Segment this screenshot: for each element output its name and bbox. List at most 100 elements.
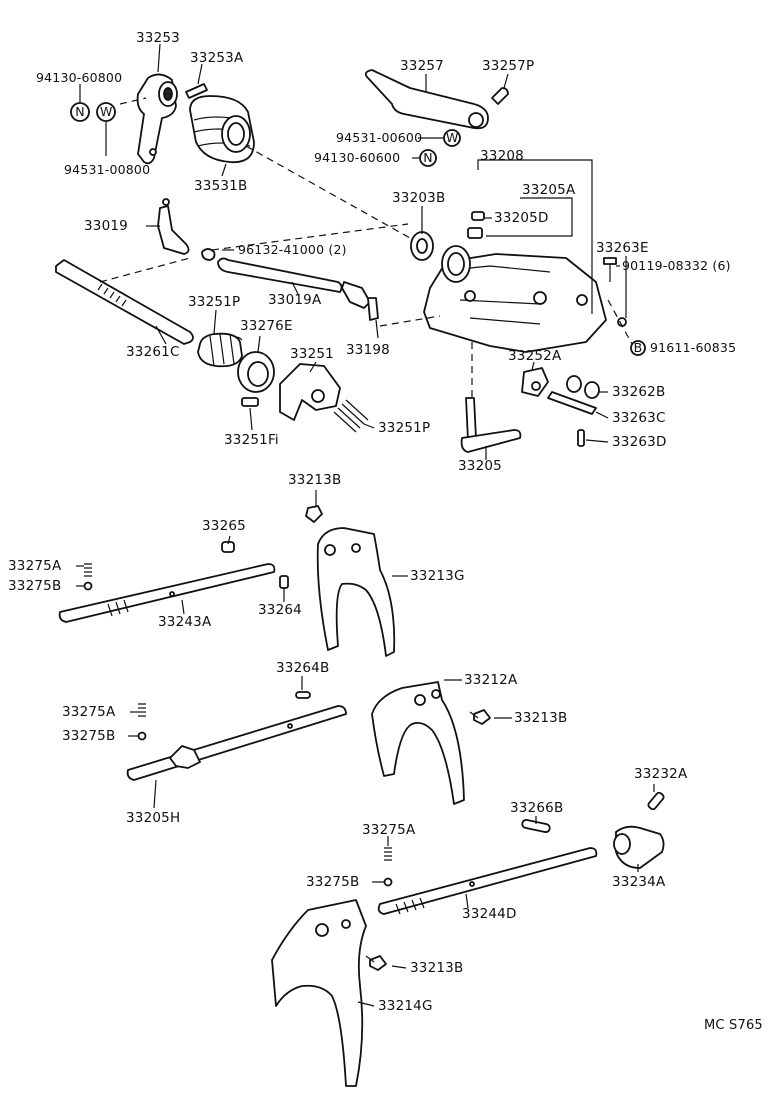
label-33253A: 33253A [190, 50, 244, 66]
pin-33232A [647, 791, 665, 811]
label-90119-08332: 90119-08332 (6) [622, 258, 731, 273]
label-33264B: 33264B [276, 660, 330, 676]
label-33264: 33264 [258, 602, 302, 618]
label-33203B: 33203B [392, 190, 446, 206]
label-33232A: 33232A [634, 766, 688, 782]
label-33531B: 33531B [194, 178, 248, 194]
lever-33251 [279, 363, 341, 421]
label-33252A: 33252A [508, 348, 562, 364]
label-33257P: 33257P [482, 58, 535, 74]
ball-33275B-3 [383, 877, 393, 887]
label-94130-60600: 94130-60600 [314, 150, 401, 165]
label-33208: 33208 [480, 148, 524, 164]
label-33251P-bottom: 33251P [378, 420, 431, 436]
label-33275B-2: 33275B [62, 728, 116, 744]
label-33253: 33253 [136, 30, 180, 46]
hose-33019A [217, 257, 371, 309]
label-33198: 33198 [346, 342, 390, 358]
label-33275B-3: 33275B [306, 874, 360, 890]
label-33263D: 33263D [612, 434, 667, 450]
fork-33212A [371, 681, 465, 805]
spring-33275A-1 [84, 563, 92, 577]
bolt-symbol [630, 340, 646, 356]
label-33251: 33251 [290, 346, 334, 362]
figure-reference: MC S765 [704, 1018, 763, 1033]
label-33244D: 33244D [462, 906, 517, 922]
bushing-33205D [467, 227, 483, 239]
label-33205D: 33205D [494, 210, 549, 226]
shaft-33261C [55, 259, 194, 345]
boot-33531B [189, 95, 255, 164]
label-33243A: 33243A [158, 614, 212, 630]
pin-33263D [577, 429, 585, 447]
label-33266B: 33266B [510, 800, 564, 816]
label-33275B-1: 33275B [8, 578, 62, 594]
lever-33252A [521, 367, 549, 397]
label-33251Fi: 33251Fi [224, 432, 279, 448]
label-33213B-top: 33213B [288, 472, 342, 488]
label-33213B-mid: 33213B [514, 710, 568, 726]
pin-33264 [279, 575, 289, 589]
fork-33214G [271, 899, 367, 1087]
shaft-33244D [377, 847, 598, 915]
fork-33213G [316, 527, 396, 657]
plug-33205D-top [471, 211, 485, 221]
spring-33275A-2 [138, 703, 146, 717]
spring-33251P-bottom [333, 399, 369, 433]
shaft-33205H [126, 705, 347, 781]
shift-housing-33208 [423, 245, 607, 353]
label-33261C: 33261C [126, 344, 180, 360]
bolt-symbol-letter: B [633, 340, 643, 355]
rod-33198 [367, 297, 379, 321]
label-33234A: 33234A [612, 874, 666, 890]
rings-33262B [566, 375, 600, 399]
label-33205A: 33205A [522, 182, 576, 198]
pin-33257P [491, 87, 509, 105]
spring-33251P-top [197, 332, 243, 368]
collar-33234A [613, 825, 665, 869]
bolt-90119 [603, 257, 617, 282]
label-33212A: 33212A [464, 672, 518, 688]
label-96132-41000: 96132-41000 (2) [238, 242, 347, 257]
label-33275A-1: 33275A [8, 558, 62, 574]
label-33213G: 33213G [410, 568, 465, 584]
ball-33275B-2 [137, 731, 147, 741]
clip-96132 [201, 248, 216, 261]
oil-seal-33203B [410, 231, 434, 261]
pin-33251Fi [241, 397, 259, 407]
label-33019: 33019 [84, 218, 128, 234]
bolt-33213B-bottom [365, 955, 387, 971]
label-33275A-2: 33275A [62, 704, 116, 720]
leader-lines [76, 43, 655, 1007]
label-33214G: 33214G [378, 998, 433, 1014]
shift-lever-33253 [136, 73, 178, 165]
label-33257: 33257 [400, 58, 444, 74]
bolt-33213B-mid [469, 709, 491, 725]
bolt-33213B-top [305, 505, 323, 523]
label-33251P-top: 33251P [188, 294, 241, 310]
shaft-lever-33205 [460, 397, 522, 453]
label-33265: 33265 [202, 518, 246, 534]
nut-symbol-letter-2: N [423, 150, 433, 165]
lever-33019 [157, 198, 190, 255]
pin-33253A [185, 83, 208, 99]
label-33276E: 33276E [240, 318, 293, 334]
spring-33275A-3 [384, 847, 392, 861]
label-94531-00800: 94531-00800 [64, 162, 151, 177]
label-94130-60800: 94130-60800 [36, 70, 123, 85]
ball-33275B-1 [83, 581, 93, 591]
lever-33257 [364, 69, 489, 130]
collar-33276E [237, 351, 275, 393]
washer-symbol-1 [96, 102, 116, 122]
label-33205: 33205 [458, 458, 502, 474]
shaft-33263C [547, 391, 597, 415]
label-33019A: 33019A [268, 292, 322, 308]
label-33275A-3: 33275A [362, 822, 416, 838]
washer-symbol-letter-1: W [100, 104, 113, 119]
pin-33266B [521, 819, 551, 833]
label-33213B-bottom: 33213B [410, 960, 464, 976]
label-33262B: 33262B [612, 384, 666, 400]
label-91611-60835: 91611-60835 [650, 340, 737, 355]
